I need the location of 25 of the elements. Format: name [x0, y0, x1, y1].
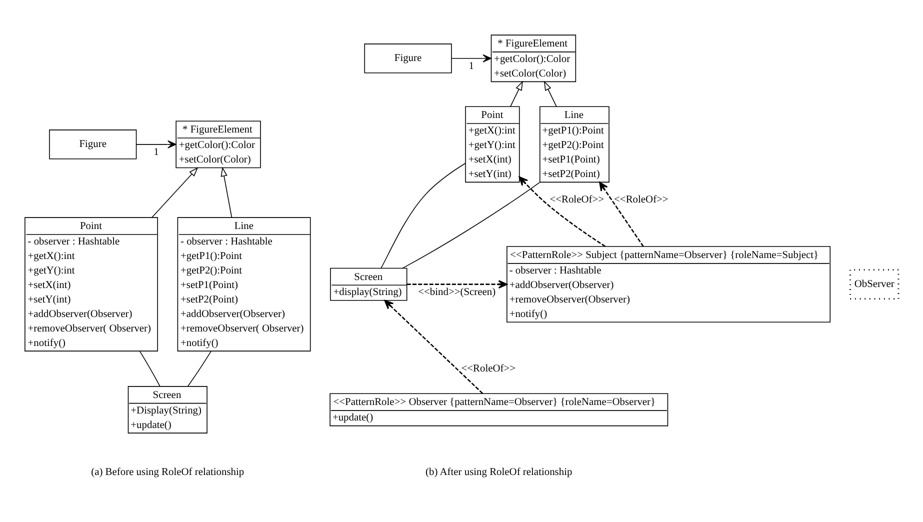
edge-label: 1	[468, 61, 474, 72]
edge-label: 1	[154, 147, 159, 158]
edge-label: <<bind>>(Screen)	[418, 287, 496, 298]
arrow	[451, 54, 492, 62]
arrow	[384, 300, 484, 394]
arrow	[599, 182, 644, 247]
connector	[380, 162, 466, 269]
arrow	[406, 280, 508, 289]
arrow	[152, 167, 198, 218]
node-box: Figure	[364, 44, 452, 74]
edge-label: <<RoleOf>>	[614, 194, 668, 206]
edge-label: <<RoleOf>>	[550, 194, 604, 206]
edge-label: <<RoleOf>>	[461, 363, 516, 374]
arrow	[510, 80, 523, 107]
label: (b) After using RoleOf relationship	[426, 467, 572, 478]
arrow	[136, 140, 176, 148]
connector	[402, 182, 540, 269]
node-box: Figure	[49, 130, 137, 160]
connector	[187, 350, 212, 387]
arrow	[544, 80, 557, 107]
connector	[139, 350, 160, 387]
label: (a) Before using RoleOf relationship	[91, 467, 244, 478]
node-box: ObServer	[849, 269, 900, 300]
arrow	[220, 166, 232, 218]
arrow	[518, 176, 606, 247]
